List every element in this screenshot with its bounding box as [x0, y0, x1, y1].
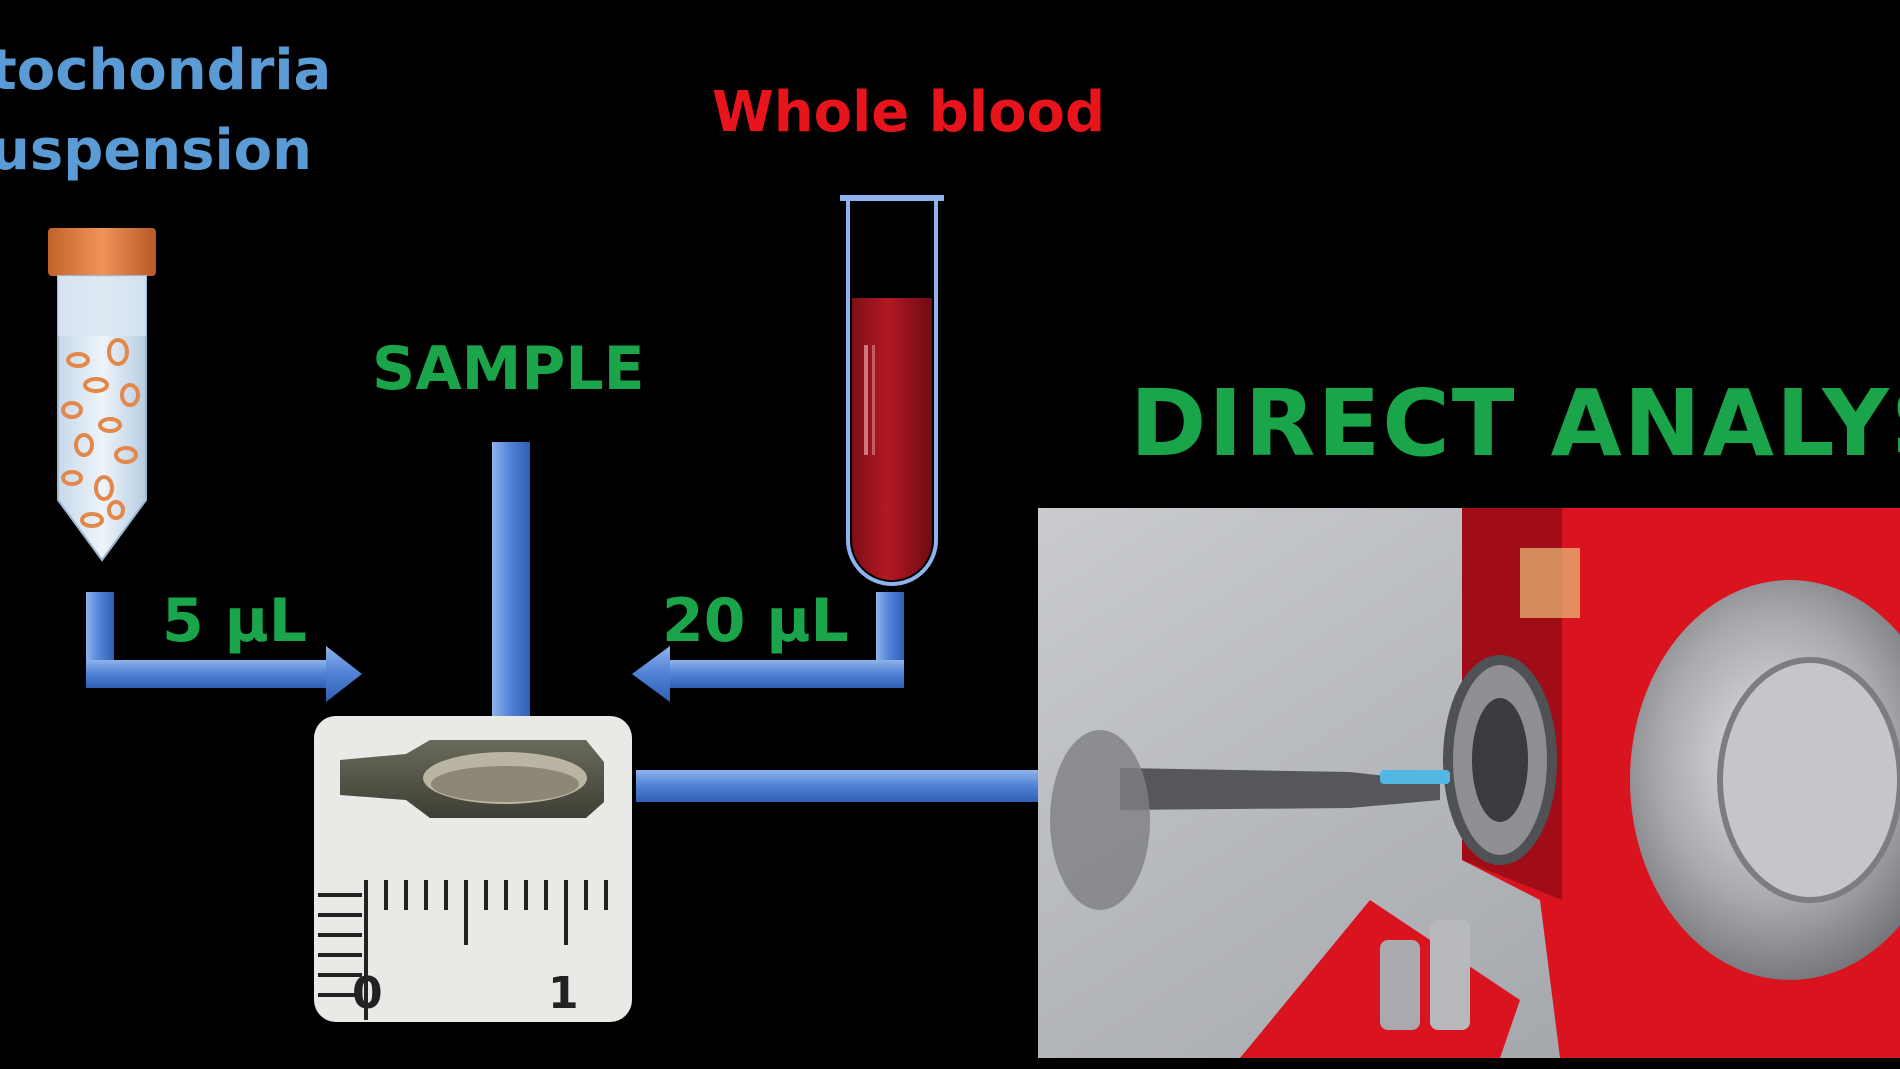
- ruler-ticks: [318, 880, 608, 1020]
- mitochondria-label-line2: uspension: [0, 118, 312, 183]
- volume-5ul-label: 5 µL: [162, 586, 308, 656]
- direct-analysis-label: DIRECT ANALYSI: [1130, 370, 1900, 477]
- sample-label: SAMPLE: [372, 334, 645, 404]
- test-tube-icon: [840, 195, 944, 586]
- mass-spectrometer-photo: [1038, 508, 1900, 1058]
- arrow-blood-to-holder: [632, 592, 904, 702]
- falcon-tube-icon: [48, 228, 156, 562]
- arrow-mito-to-holder: [86, 592, 362, 702]
- mitochondria-label-line1: tochondria: [0, 38, 332, 103]
- ruler-label-1: 1: [548, 968, 579, 1019]
- ruler-label-0: 0: [352, 968, 383, 1019]
- whole-blood-label: Whole blood: [712, 80, 1106, 145]
- volume-20ul-label: 20 µL: [662, 586, 849, 656]
- sample-holder-photo: 0 1: [314, 716, 632, 1022]
